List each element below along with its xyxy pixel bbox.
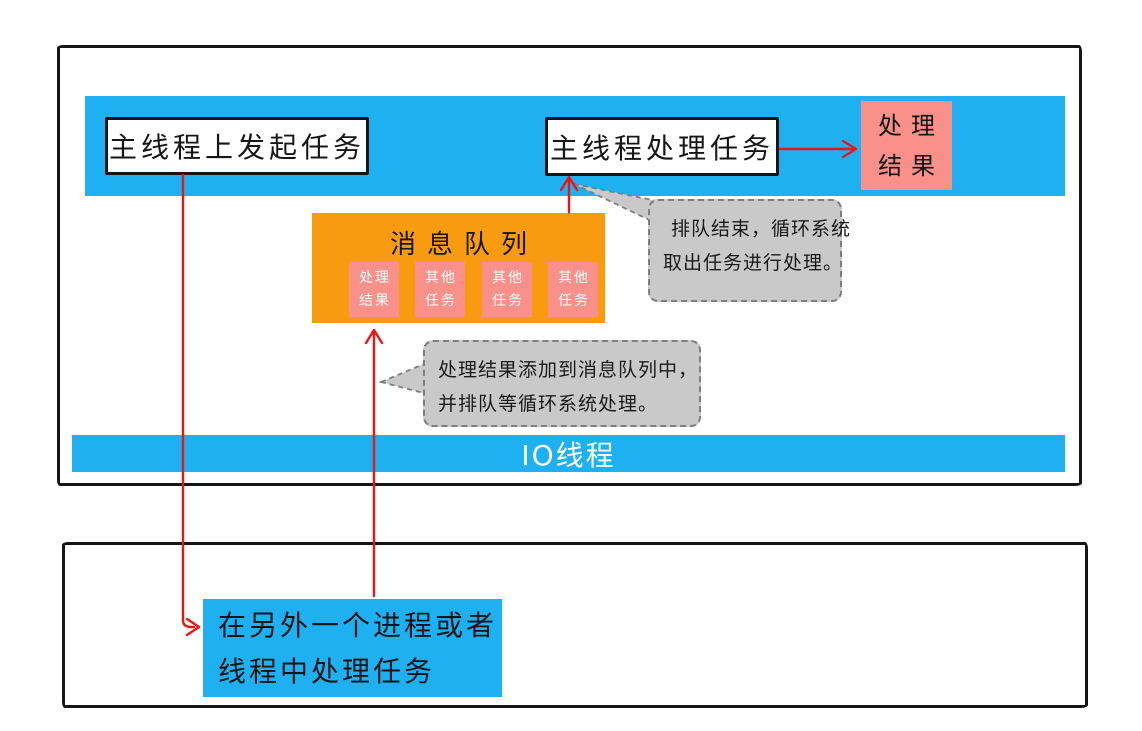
queue-item-other-task: 其他 任务 xyxy=(548,262,598,317)
queue-item-line: 任务 xyxy=(492,292,524,309)
dequeue-callout: 排队结束，循环系统 取出任务进行处理。 xyxy=(648,199,852,302)
enqueue-callout-line2: 并排队等循环系统处理。 xyxy=(438,393,659,415)
message-queue-box: 消息队列 处理 结果 其他 任务 其他 任务 其他 任务 xyxy=(312,213,605,323)
enqueue-callout-line1: 处理结果添加到消息队列中， xyxy=(438,359,699,381)
dequeue-callout-line2: 取出任务进行处理。 xyxy=(663,252,844,274)
queue-item-line: 其他 xyxy=(425,269,457,286)
io-thread-label: IO线程 xyxy=(521,438,616,472)
worker-box-line2: 线程中处理任务 xyxy=(218,655,436,688)
result-box-line2: 结果 xyxy=(878,151,944,180)
start-task-box: 主线程上发起任务 xyxy=(105,117,369,175)
worker-process-frame xyxy=(62,542,1088,708)
dequeue-callout-line1: 排队结束，循环系统 xyxy=(671,218,852,240)
queue-item-line: 处理 xyxy=(359,269,391,286)
result-box-line1: 处理 xyxy=(878,111,944,140)
queue-item-line: 任务 xyxy=(425,292,457,309)
queue-item-other-task: 其他 任务 xyxy=(415,262,465,317)
queue-item-line: 结果 xyxy=(359,292,391,309)
process-task-box: 主线程处理任务 xyxy=(545,117,779,176)
message-queue-title: 消息队列 xyxy=(389,230,538,260)
result-box: 处理 结果 xyxy=(861,101,952,190)
worker-box: 在另外一个进程或者 线程中处理任务 xyxy=(203,599,502,697)
start-task-label: 主线程上发起任务 xyxy=(108,131,365,164)
queue-item-line: 任务 xyxy=(558,292,590,309)
worker-box-line1: 在另外一个进程或者 xyxy=(218,609,498,642)
queue-item-line: 其他 xyxy=(492,269,524,286)
queue-item-result: 处理 结果 xyxy=(349,262,399,317)
queue-item-other-task: 其他 任务 xyxy=(482,262,532,317)
process-task-label: 主线程处理任务 xyxy=(549,131,774,165)
enqueue-callout: 处理结果添加到消息队列中， 并排队等循环系统处理。 xyxy=(423,340,701,427)
queue-item-line: 其他 xyxy=(558,269,590,286)
io-thread-band: IO线程 xyxy=(72,435,1065,472)
main-process-frame xyxy=(57,45,1082,486)
